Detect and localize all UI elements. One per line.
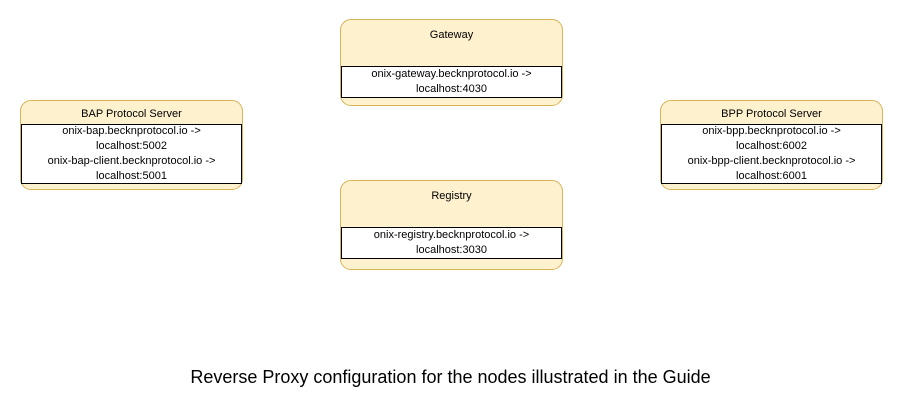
node-bpp-title: BPP Protocol Server — [721, 108, 822, 120]
node-bpp-line-3: onix-bpp-client.becknprotocol.io -> — [687, 155, 856, 167]
node-bpp-body: onix-bpp.becknprotocol.io -> localhost:6… — [661, 124, 882, 184]
node-gateway-line-1: onix-gateway.becknprotocol.io -> — [371, 68, 532, 80]
node-registry[interactable]: Registry onix-registry.becknprotocol.io … — [340, 180, 563, 270]
node-registry-body: onix-registry.becknprotocol.io -> localh… — [341, 227, 562, 259]
node-registry-line-2: localhost:3030 — [416, 244, 487, 256]
node-bap-protocol-server[interactable]: BAP Protocol Server onix-bap.becknprotoc… — [20, 100, 243, 190]
node-bap-line-3: onix-bap-client.becknprotocol.io -> — [47, 155, 216, 167]
node-gateway-line-2: localhost:4030 — [416, 83, 487, 95]
node-bpp-line-2: localhost:6002 — [736, 140, 807, 152]
node-bap-title: BAP Protocol Server — [81, 108, 182, 120]
node-bap-line-2: localhost:5002 — [96, 140, 167, 152]
node-registry-line-1: onix-registry.becknprotocol.io -> — [373, 229, 530, 241]
node-bap-line-4: localhost:5001 — [96, 170, 167, 182]
diagram-caption: Reverse Proxy configuration for the node… — [190, 367, 711, 387]
node-gateway[interactable]: Gateway onix-gateway.becknprotocol.io ->… — [340, 19, 563, 106]
node-bap-body: onix-bap.becknprotocol.io -> localhost:5… — [21, 124, 242, 184]
node-gateway-body: onix-gateway.becknprotocol.io -> localho… — [341, 66, 562, 98]
node-registry-title: Registry — [431, 190, 472, 202]
node-bpp-line-1: onix-bpp.becknprotocol.io -> — [702, 125, 841, 137]
node-bap-line-1: onix-bap.becknprotocol.io -> — [62, 125, 201, 137]
node-bpp-protocol-server[interactable]: BPP Protocol Server onix-bpp.becknprotoc… — [660, 100, 883, 190]
node-bpp-line-4: localhost:6001 — [736, 170, 807, 182]
node-gateway-title: Gateway — [429, 29, 474, 41]
